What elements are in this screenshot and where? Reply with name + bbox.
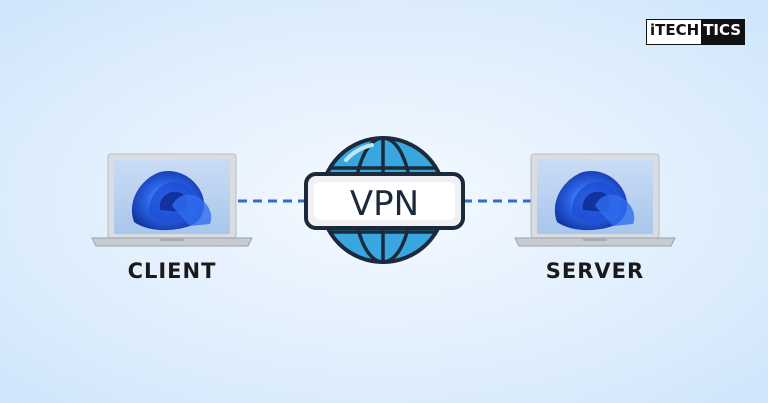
brand-logo-part-b: TICS — [701, 20, 745, 44]
brand-logo-part-a: iTECH — [647, 20, 702, 44]
windows-bloom-wallpaper — [131, 170, 212, 231]
brand-logo: iTECH TICS — [646, 19, 746, 45]
client-laptop-icon — [91, 153, 253, 247]
server-label: SERVER — [545, 259, 645, 283]
client-label: CLIENT — [127, 259, 217, 283]
vpn-label: VPN — [350, 184, 419, 224]
vpn-badge: VPN — [304, 172, 465, 230]
windows-bloom-wallpaper — [554, 170, 635, 231]
server-laptop-icon — [514, 153, 676, 247]
